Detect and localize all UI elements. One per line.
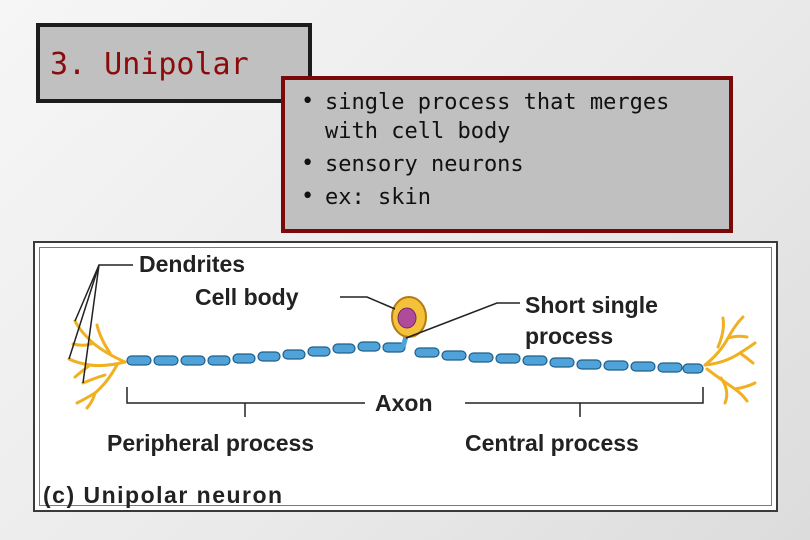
myelin-segment (576, 359, 602, 370)
bullet-box: • single process that merges with cell b… (281, 76, 733, 233)
label-peripheral-process: Peripheral process (107, 430, 314, 456)
diagram-caption: (c) Unipolar neuron (43, 482, 284, 508)
label-dendrites: Dendrites (139, 251, 245, 277)
label-central-process: Central process (465, 430, 639, 456)
axon-bracket (126, 387, 704, 417)
myelin-segment (468, 352, 494, 363)
bullet-text: ex: skin (325, 185, 431, 210)
myelin-segment (657, 362, 683, 373)
diagram-inner-frame (39, 247, 772, 506)
neuron-svg: Dendrites Cell body Short single process… (43, 251, 757, 508)
label-short-process-line1: Short single (525, 292, 658, 318)
myelin-segment (522, 355, 548, 366)
myelin-segment (126, 355, 152, 366)
leader-lines (68, 264, 520, 384)
bullet-text-continued: with cell body (325, 119, 511, 144)
bullet-list: • single process that merges with cell b… (299, 88, 669, 216)
myelin-segment (153, 355, 179, 366)
myelin-segment (257, 351, 281, 362)
right-dendrites (703, 315, 757, 405)
bullet-dot: • (301, 184, 315, 209)
title-box: 3. Unipolar (36, 23, 312, 103)
bullet-item: • ex: skin (299, 183, 669, 212)
myelin-segment (307, 346, 331, 357)
myelin-segment (441, 350, 467, 361)
myelin-segment (180, 355, 206, 366)
myelin-segment (603, 360, 629, 371)
central-axon (414, 347, 704, 374)
bullet-item: • single process that merges with cell b… (299, 88, 669, 146)
myelin-segment (414, 347, 440, 358)
bullet-dot: • (301, 151, 315, 176)
myelin-segment (232, 353, 256, 364)
myelin-segment (549, 357, 575, 368)
label-short-process-line2: process (525, 323, 613, 349)
bullet-text: sensory neurons (325, 152, 524, 177)
peripheral-axon (126, 341, 406, 366)
myelin-segment (495, 353, 521, 364)
slide-title: 3. Unipolar (50, 47, 249, 82)
myelin-segment (207, 355, 231, 366)
bullet-text: single process that merges (325, 90, 670, 115)
nucleus (397, 307, 417, 329)
label-cell-body: Cell body (195, 284, 299, 310)
label-axon: Axon (375, 390, 433, 416)
myelin-segment (357, 341, 381, 352)
myelin-segment (282, 349, 306, 360)
bullet-dot: • (301, 89, 315, 114)
bullet-item: • sensory neurons (299, 150, 669, 179)
neuron-diagram: Dendrites Cell body Short single process… (33, 241, 778, 512)
cell-body (391, 296, 427, 338)
myelin-segment (332, 343, 356, 354)
myelin-segment (630, 361, 656, 372)
myelin-segment (682, 363, 704, 374)
